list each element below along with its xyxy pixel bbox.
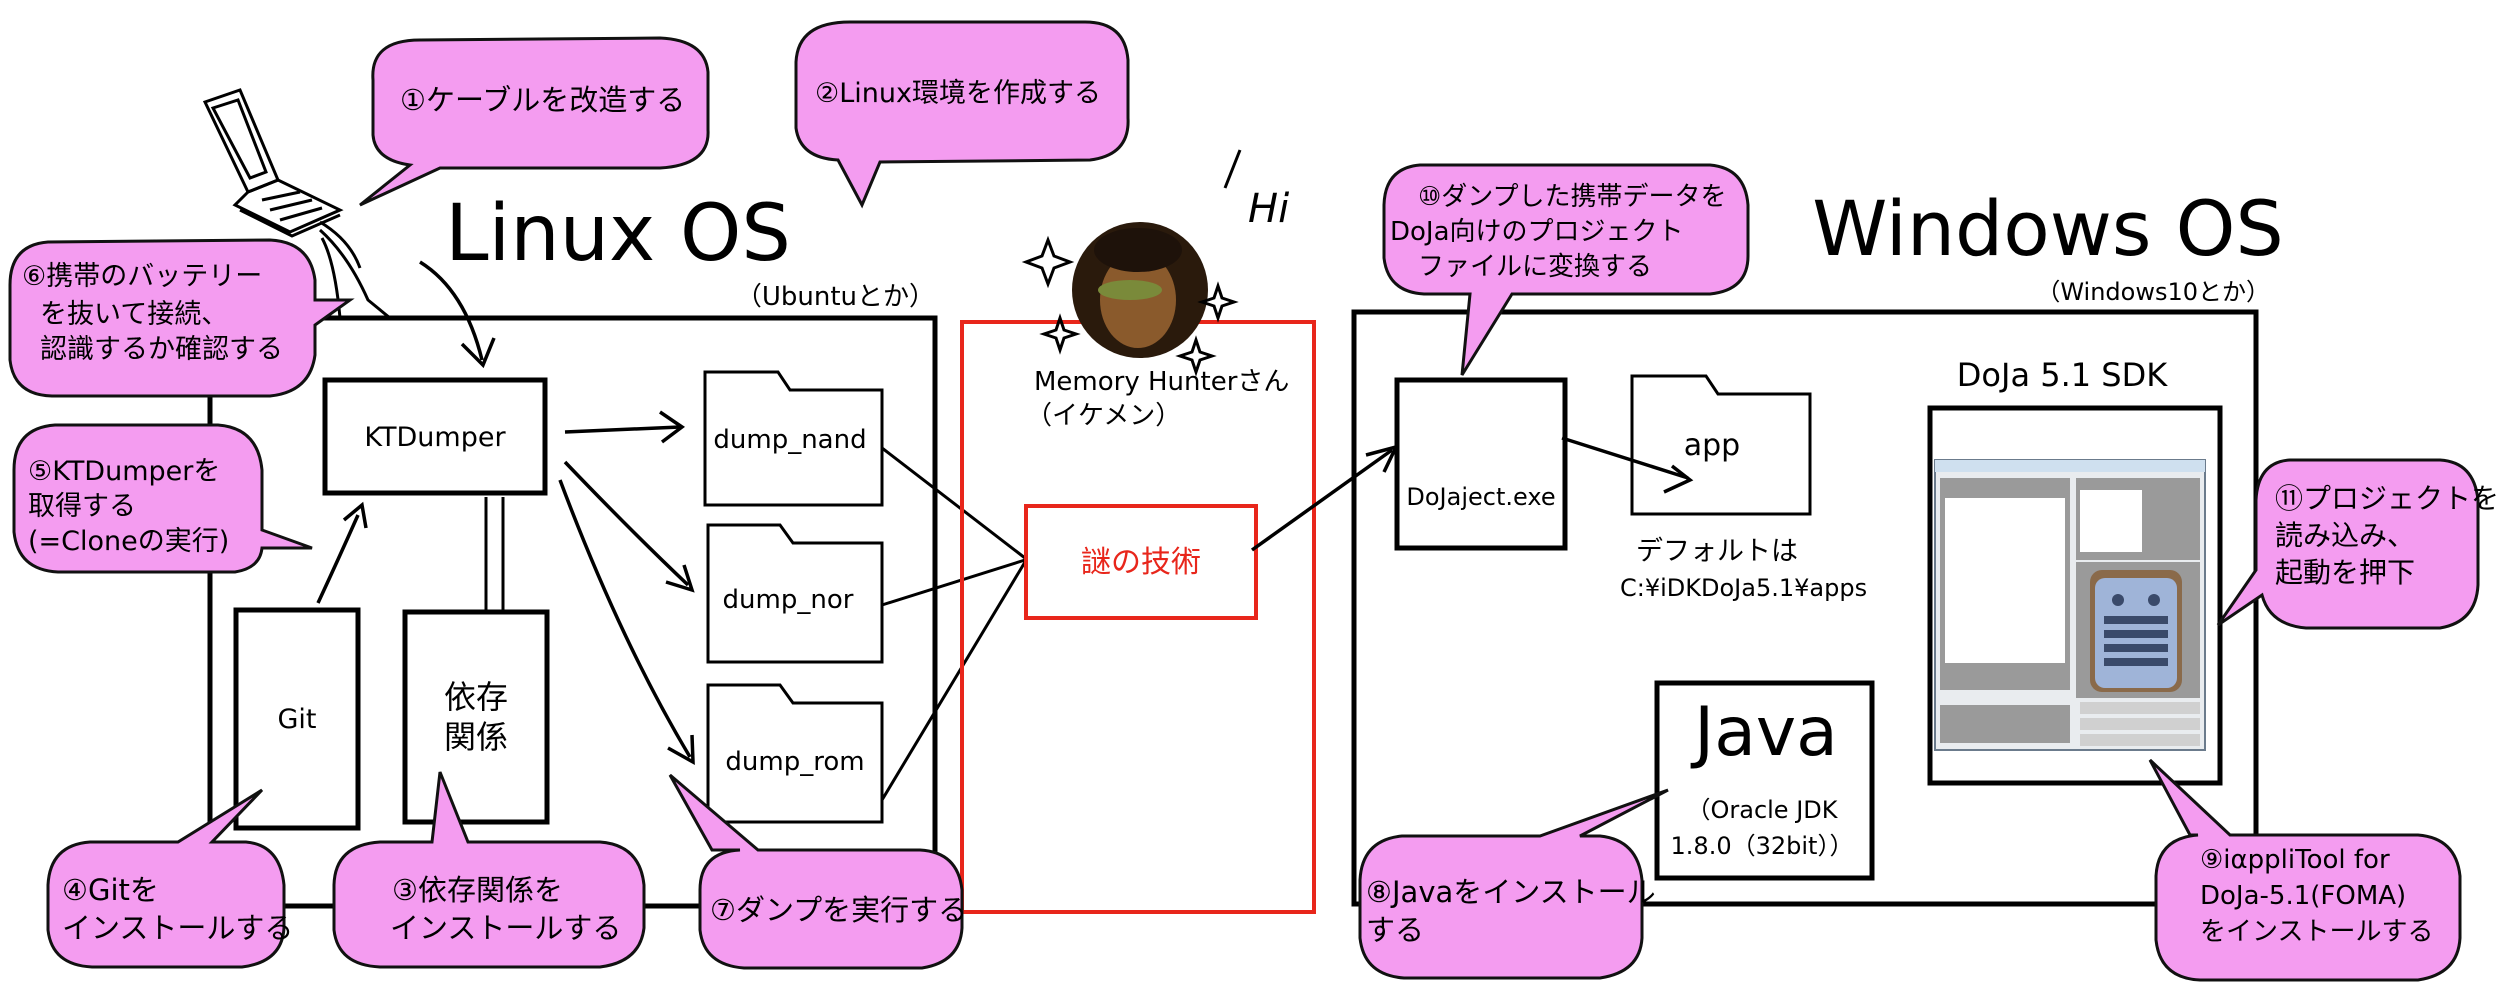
callout-text: ④Gitを [62,873,159,907]
linux-title: Linux OS [445,189,791,279]
callout-text: 認識するか確認する [40,334,283,365]
callout-step-8: ⑧Javaをインストール する [1358,788,1669,980]
callout-step-1: ①ケーブルを改造する [359,36,710,207]
callout-step-4: ④Gitを インストールする [46,788,293,969]
callout-text: 起動を押下 [2275,556,2415,589]
sdk-box [1927,405,2223,786]
windows-subtitle: （Windows10とか） [2036,278,2270,306]
callout-text: ①ケーブルを改造する [400,83,685,117]
callout-step-2: ②Linux環境を作成する [794,20,1130,209]
flip-phone-icon [202,88,391,320]
avatar-note: （イケメン） [1026,401,1181,431]
windows-title: Windows OS [1812,184,2283,273]
hi-label: Hi [1248,186,1289,232]
callout-text: をインストールする [2200,917,2433,947]
callout-step-7: ⑦ダンプを実行する [668,773,967,970]
callout-step-10: ⑩ダンプした携帯データを DoJa向けのプロジェクト ファイルに変換する [1382,163,1750,376]
callout-text: ③依存関係を [392,873,563,907]
callout-text: DoJa向けのプロジェクト [1390,217,1684,247]
java-box [1654,680,1875,881]
java-title: Java [1690,693,1838,772]
dependencies-box [402,609,550,825]
callout-text: DoJa-5.1(FOMA) [2200,881,2406,911]
callout-text: 取得する [28,491,136,522]
java-subtitle-line2: 1.8.0（32bit）） [1671,832,1854,860]
sparkle-icon [1021,235,1239,377]
folder-label: dump_nand [713,425,866,455]
folder-app: app [1630,374,1812,516]
folder-label: dump_nor [723,585,854,615]
folder-dump-nand: dump_nand [703,370,884,507]
java-subtitle-line1: （Oracle JDK [1686,796,1838,824]
callout-step-3: ③依存関係を インストールする [332,771,646,969]
phone-emulator-screenshot [1934,459,2206,751]
mystery-tech-box [1024,504,1258,620]
callout-text: ⑥携帯のバッテリー [22,261,262,292]
sdk-title: DoJa 5.1 SDK [1957,356,2168,394]
callout-text: ⑪プロジェクトを [2275,482,2499,515]
ktdumper-label: KTDumper [364,422,506,453]
callout-step-5: ⑤KTDumperを 取得する (=Cloneの実行) [12,423,313,574]
callout-step-9: ⑨iαppliTool for DoJa-5.1(FOMA) をインストールする [2148,758,2462,982]
dependencies-label-line1: 依存 [444,678,508,716]
callout-text: ファイルに変換する [1418,252,1652,282]
default-label: デフォルトは [1636,536,1798,567]
ktdumper-box [322,377,548,496]
default-path: C:¥iDKDoJa5.1¥apps [1620,574,1867,602]
mystery-tech-label: 謎の技術 [1081,545,1201,580]
folder-label: app [1684,428,1740,463]
avatar-name: Memory Hunterさん [1034,367,1289,397]
callout-text: ⑨iαppliTool for [2200,845,2390,875]
callout-text: ⑧Javaをインストール [1366,875,1656,909]
folder-dump-nor: dump_nor [706,523,884,664]
callout-text: (=Cloneの実行) [28,526,229,557]
dojaject-label: DoJaject.exe [1406,483,1555,511]
callout-step-6: ⑥携帯のバッテリー を抜いて接続、 認識するか確認する [8,238,355,398]
avatar-photo [1072,222,1208,358]
callout-text: ⑤KTDumperを [28,456,220,487]
callout-text: インストールする [62,911,293,945]
callout-text: を抜いて接続、 [40,299,228,330]
callout-text: ⑩ダンプした携帯データを [1418,182,1727,212]
git-label: Git [277,704,316,735]
linux-subtitle: （Ubuntuとか） [736,282,935,312]
callout-step-11: ⑪プロジェクトを 読み込み、 起動を押下 [2216,458,2499,630]
callout-text: ②Linux環境を作成する [815,78,1101,109]
callout-text: する [1366,913,1424,947]
git-box [233,607,361,831]
dependencies-label-line2: 関係 [444,718,508,756]
folder-dump-rom: dump_rom [706,683,884,824]
dojaject-box [1394,377,1568,551]
folder-label: dump_rom [725,747,864,777]
callout-text: 読み込み、 [2275,519,2415,552]
callout-text: ⑦ダンプを実行する [710,893,967,927]
windows-box [1351,309,2259,907]
callout-text: インストールする [390,911,621,945]
